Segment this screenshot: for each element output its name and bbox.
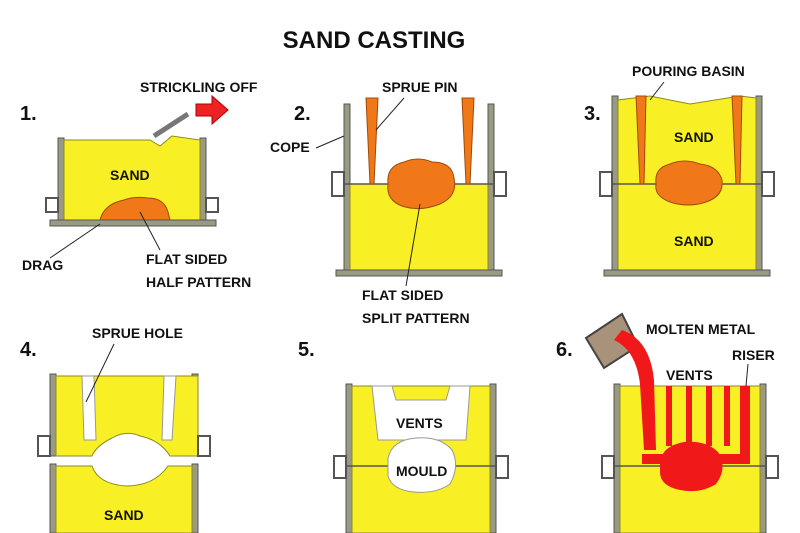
label-molten-metal: MOLTEN METAL xyxy=(646,321,756,337)
moulding-board xyxy=(335,269,503,277)
step-5: 5. VENTS MOULD xyxy=(298,339,509,533)
label-pattern-1: FLAT SIDED xyxy=(146,251,227,267)
label-split-pattern-1: FLAT SIDED xyxy=(362,287,443,303)
step-4: 4. SPRUE HOLE SAND xyxy=(20,325,211,533)
label-vents: VENTS xyxy=(396,415,443,431)
sprue-hole-leader xyxy=(85,343,115,403)
side-clamp-right xyxy=(197,435,211,457)
cope-sand xyxy=(55,375,199,457)
side-clamp-left xyxy=(333,455,347,479)
label-sprue-hole: SPRUE HOLE xyxy=(92,325,183,341)
label-cope: COPE xyxy=(270,139,310,155)
step-number: 5. xyxy=(298,339,315,361)
sprue-pin-left xyxy=(365,97,379,185)
vent-filled-1 xyxy=(666,386,672,446)
moulding-board xyxy=(49,219,217,227)
vent-filled-3 xyxy=(706,386,712,446)
label-sand-bottom: SAND xyxy=(674,233,714,249)
label-mould: MOULD xyxy=(396,463,447,479)
step-2: 2. SPRUE PIN COPE FLAT SIDED SPLIT PATTE… xyxy=(270,79,507,326)
riser-filled xyxy=(740,386,750,460)
pattern-leader xyxy=(139,211,161,251)
sprue-pin-left xyxy=(635,95,647,185)
step-1: 1. STRICKLING OFF SAND DRAG FLAT SIDED H… xyxy=(20,79,258,290)
step-number: 6. xyxy=(556,339,573,361)
diagram-title: SAND CASTING xyxy=(283,27,466,54)
step-6: 6. MOLTEN METAL VENTS RISER xyxy=(556,312,779,533)
side-clamp-right xyxy=(205,197,219,213)
side-clamp-right xyxy=(493,171,507,197)
label-vents: VENTS xyxy=(666,367,713,383)
label-pouring-basin: POURING BASIN xyxy=(632,63,745,79)
mould-cavity xyxy=(387,437,456,493)
label-pattern-2: HALF PATTERN xyxy=(146,274,251,290)
label-split-pattern-2: SPLIT PATTERN xyxy=(362,310,470,326)
half-pattern xyxy=(99,196,171,221)
split-pattern xyxy=(387,158,456,210)
strickle-bar xyxy=(152,111,190,139)
label-riser: RISER xyxy=(732,347,775,363)
side-clamp-left xyxy=(37,435,51,457)
label-sand-top: SAND xyxy=(674,129,714,145)
step-3: 3. POURING BASIN SAND SAND xyxy=(584,63,775,277)
step-number: 3. xyxy=(584,103,601,125)
drag-leader xyxy=(49,223,101,259)
label-sand: SAND xyxy=(104,507,144,523)
sprue-pin-leader xyxy=(375,97,405,131)
step-number: 4. xyxy=(20,339,37,361)
pouring-basin-leader xyxy=(649,81,665,101)
step-number: 2. xyxy=(294,103,311,125)
casting-metal xyxy=(660,441,723,492)
cope-leader xyxy=(315,135,345,149)
side-clamp-left xyxy=(599,171,613,197)
step-number: 1. xyxy=(20,103,37,125)
label-sprue-pin: SPRUE PIN xyxy=(382,79,457,95)
vent-filled-2 xyxy=(686,386,692,446)
sprue-hole-left xyxy=(81,375,97,441)
side-clamp-left xyxy=(331,171,345,197)
side-clamp-right xyxy=(765,455,779,479)
drag-wall-right xyxy=(191,463,199,533)
drag-sand xyxy=(63,135,201,221)
label-drag: DRAG xyxy=(22,257,63,273)
sprue-hole-right xyxy=(161,375,177,441)
strickle-direction-arrow xyxy=(195,94,229,126)
cope-sand xyxy=(617,95,757,185)
drag-wall-left xyxy=(49,463,57,533)
molten-metal-stream xyxy=(614,330,656,450)
side-clamp-left xyxy=(45,197,59,213)
side-clamp-left xyxy=(601,455,615,479)
label-strickling-off: STRICKLING OFF xyxy=(140,79,258,95)
moulding-board xyxy=(603,269,771,277)
split-pattern-leader xyxy=(405,203,421,287)
sprue-pin-right xyxy=(731,95,743,185)
label-sand: SAND xyxy=(110,167,150,183)
riser-leader xyxy=(745,363,749,387)
side-clamp-right xyxy=(495,455,509,479)
split-pattern xyxy=(655,160,723,206)
side-clamp-right xyxy=(761,171,775,197)
vent-filled-4 xyxy=(724,386,730,446)
sprue-pin-right xyxy=(461,97,475,185)
drag-sand xyxy=(55,465,193,533)
